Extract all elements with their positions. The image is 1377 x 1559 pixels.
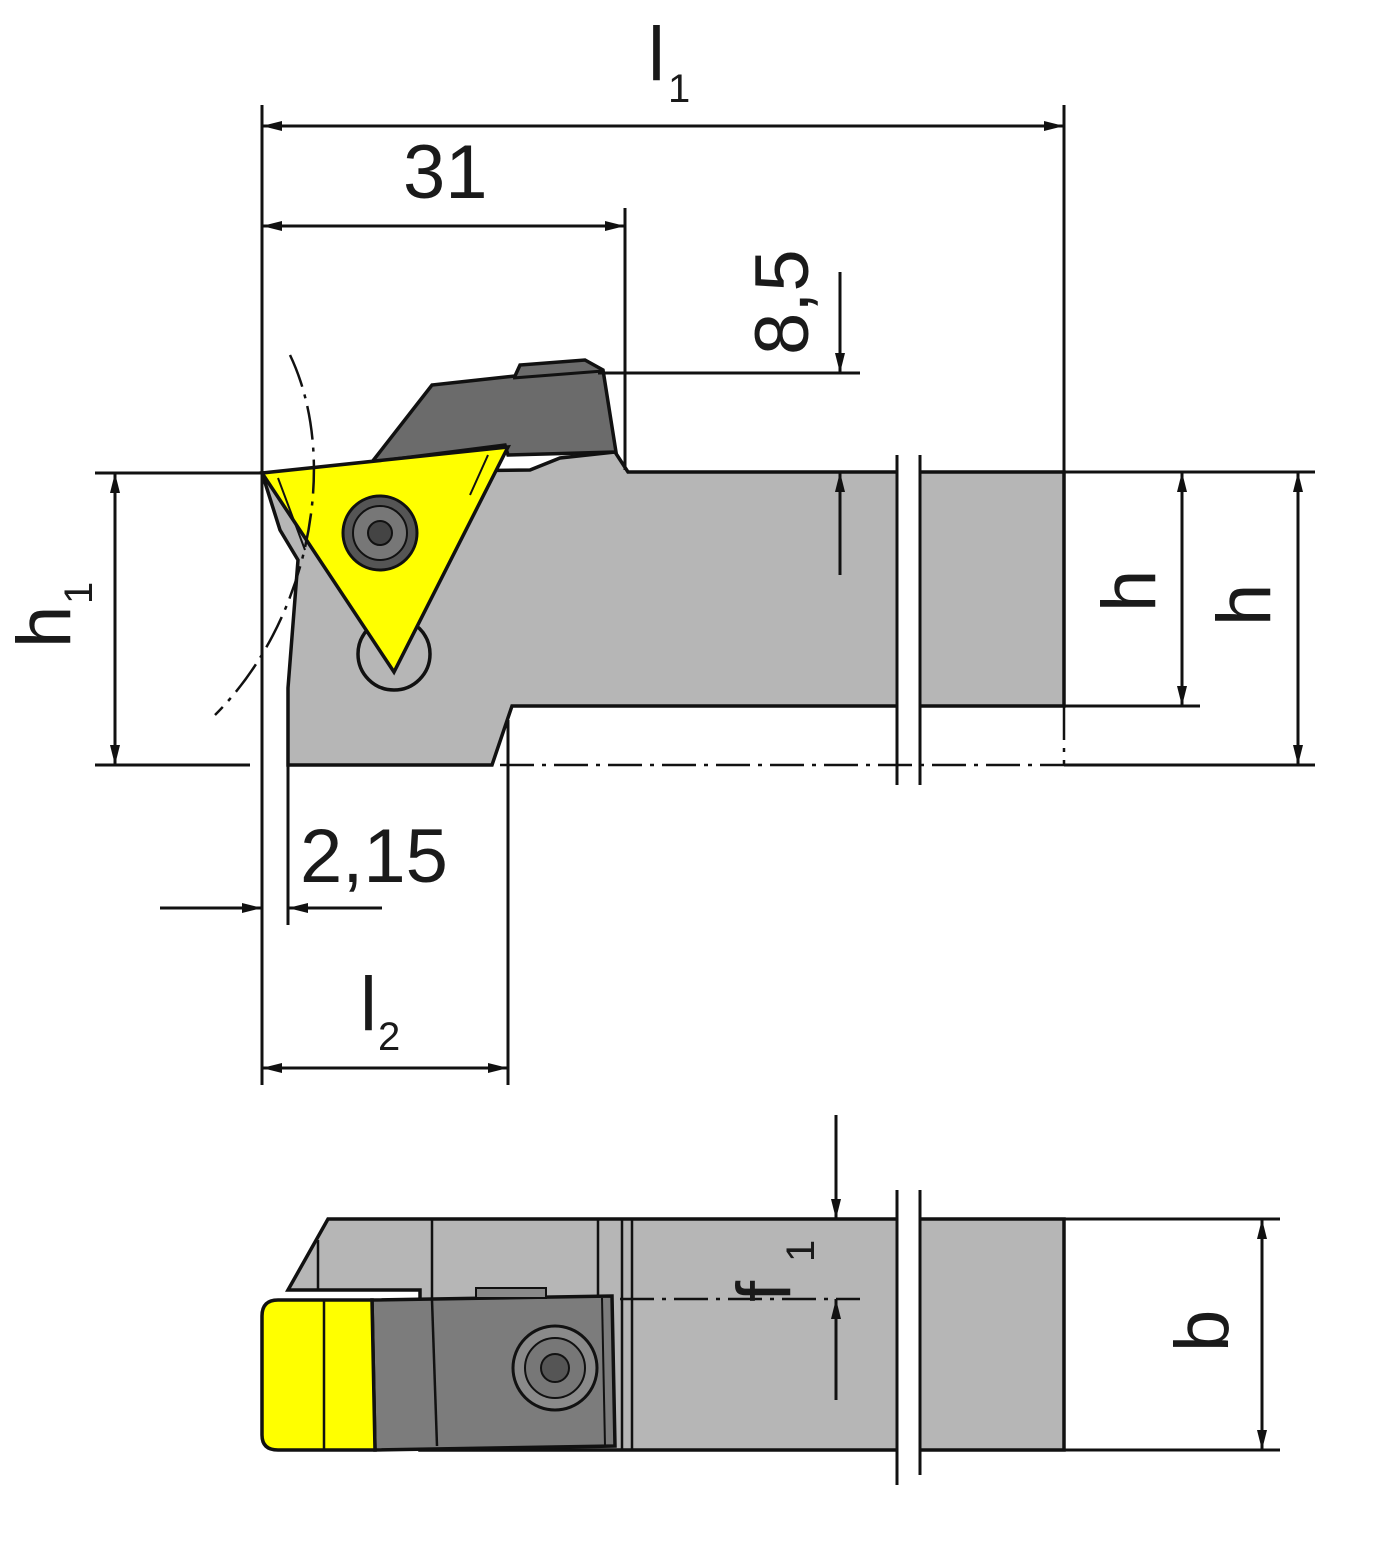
d31-label: 31 [403,130,488,215]
f1-subscript: 1 [779,1240,823,1262]
l1-subscript: 1 [668,67,690,111]
h1-subscript: 1 [57,582,101,604]
d215-label: 2,15 [300,814,448,899]
top-clamp-tab [475,1287,547,1299]
top-insert [260,1298,377,1452]
l1-label: l [648,12,665,97]
clamp [368,358,619,465]
top-view-dimensions [831,1115,1280,1452]
top-clamp-inner [430,1299,439,1447]
shank-break-gap [897,455,920,785]
insert-chipbreaker [277,477,306,551]
hex-socket-screw-icon [511,1324,599,1412]
f1-label: f [722,1280,807,1302]
top-view [260,1190,1066,1485]
b-label: b [1160,1310,1245,1352]
side-view [214,354,1066,785]
l2-label: l [360,962,377,1047]
insert-chipbreaker-2 [469,454,489,496]
clamp-edge [512,369,604,380]
torx-screw-icon [341,494,419,572]
h-a-label: h [1087,570,1172,612]
d85-label: 8,5 [740,249,825,355]
f1-label-group: f 1 [722,1240,823,1302]
side-view-dimensions [95,105,1315,1085]
h1-label: h [2,606,87,648]
h-b-label: h [1202,584,1287,626]
workpiece-arc [214,354,316,716]
top-clamp-inner-2 [601,1297,606,1447]
l2-subscript: 2 [378,1015,400,1059]
dimension-labels: l 1 31 8,5 h 1 h h 2,15 l 2 f 1 b [2,12,1287,1352]
top-shank-break-gap [897,1195,920,1485]
h1-label-group: h 1 [2,582,101,648]
